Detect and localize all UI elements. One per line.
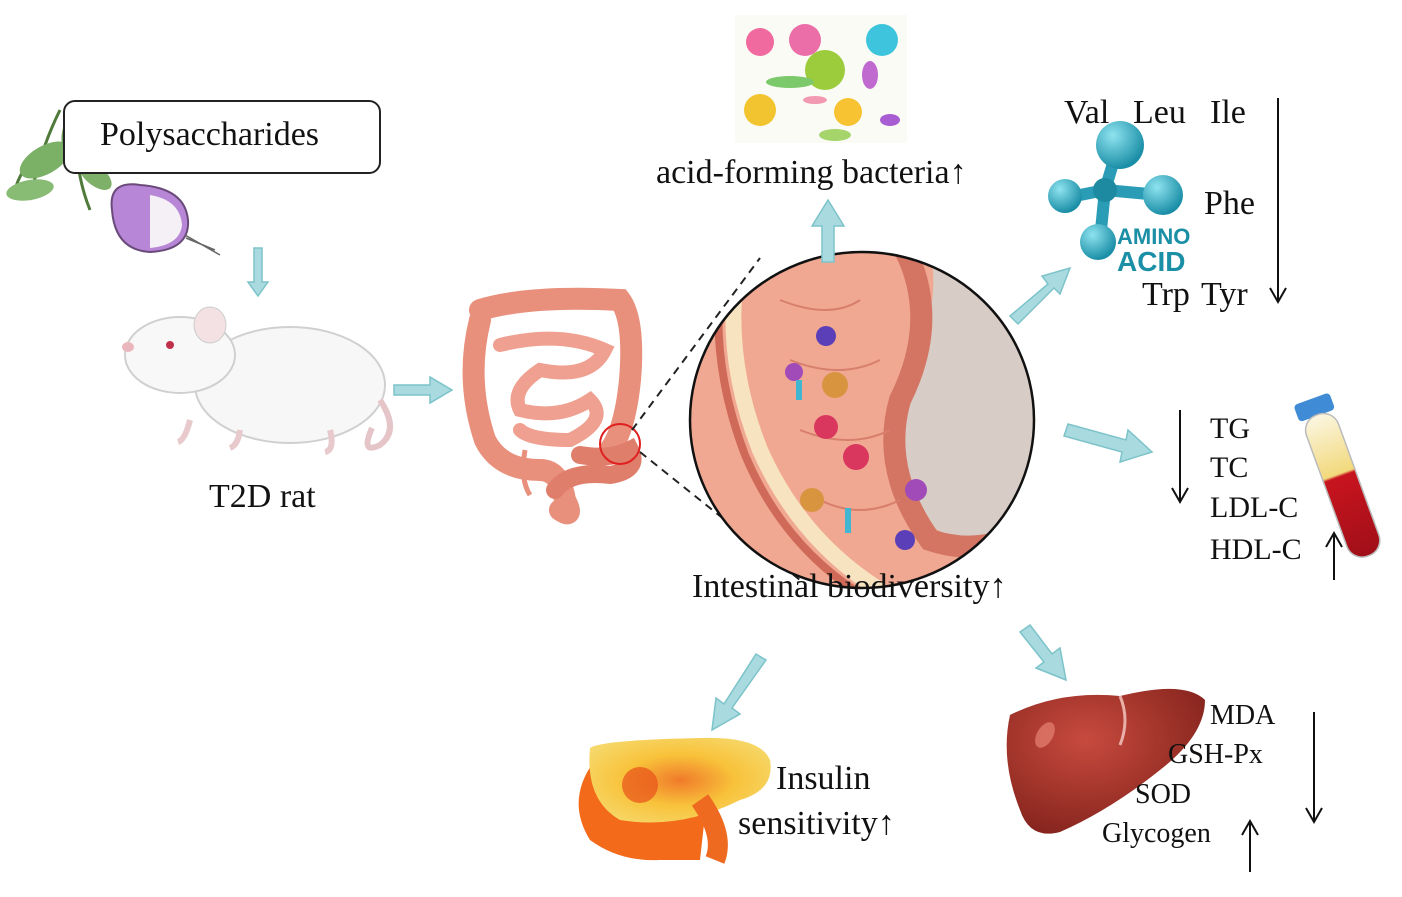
amino-val: Val	[1064, 94, 1110, 131]
trend-arrows	[1171, 98, 1343, 872]
amino-icon-line2: ACID	[1117, 246, 1186, 277]
zoom-line-top	[631, 257, 761, 431]
polysaccharides-label: Polysaccharides	[100, 116, 320, 153]
lipid-down-arrow	[1171, 410, 1189, 505]
biodiversity-trend: ↑	[989, 568, 1007, 605]
hdl-up-arrow	[1325, 530, 1343, 580]
arrow-rat-to-intestine	[393, 375, 454, 405]
biodiversity-label: Intestinal biodiversity↑	[692, 568, 1006, 606]
insulin-label: Insulin	[776, 760, 871, 797]
rat-illustration	[122, 306, 393, 455]
liver-glycogen: Glycogen	[1102, 818, 1211, 849]
bacteria-label: acid-forming bacteria↑	[656, 154, 967, 192]
amino-icon-line1: AMINO	[1117, 224, 1191, 249]
sensitivity-text: sensitivity	[738, 805, 878, 842]
blood-tube-illustration	[1294, 393, 1381, 558]
flow-arrows	[246, 198, 1154, 732]
t2d-rat-label: T2D rat	[209, 478, 316, 515]
lipid-hdl: HDL-C	[1210, 533, 1302, 566]
amino-tyr: Tyr	[1201, 276, 1248, 313]
pancreas-illustration	[578, 737, 771, 864]
zoom-marker	[599, 423, 641, 465]
lipid-ldl: LDL-C	[1210, 491, 1299, 524]
liver-illustration	[1006, 688, 1205, 834]
liver-up-arrow	[1241, 818, 1259, 872]
amino-trp: Trp	[1142, 276, 1190, 313]
amino-molecule-icon	[1048, 121, 1183, 260]
liver-gshpx: GSH-Px	[1168, 739, 1263, 770]
amino-phe: Phe	[1204, 185, 1255, 222]
amino-down-arrow	[1269, 98, 1287, 305]
bacteria-trend: ↑	[949, 154, 967, 191]
arrow-to-liver	[1018, 623, 1067, 682]
polysaccharides-box	[63, 100, 381, 174]
arrow-to-bacteria	[810, 198, 846, 263]
arrow-turnip-to-rat	[246, 247, 270, 298]
microbes-illustration	[735, 15, 907, 143]
arrow-to-amino-acids	[1008, 266, 1072, 326]
bacteria-text: acid-forming bacteria	[656, 154, 950, 191]
lipid-tg: TG	[1210, 412, 1250, 445]
liver-sod: SOD	[1135, 779, 1192, 810]
biodiversity-text: Intestinal biodiversity	[692, 568, 990, 605]
intestine-illustration	[462, 287, 643, 525]
amino-ile: Ile	[1210, 94, 1246, 131]
sensitivity-label: sensitivity↑	[738, 805, 895, 843]
intestine-closeup-illustration	[688, 250, 1036, 590]
liver-down-arrow	[1305, 712, 1323, 825]
sensitivity-trend: ↑	[877, 805, 895, 842]
arrow-to-pancreas	[711, 652, 768, 732]
amino-leu: Leu	[1133, 94, 1186, 131]
turnip-illustration	[6, 104, 221, 256]
arrow-to-blood-lipids	[1063, 423, 1154, 464]
lipid-tc: TC	[1210, 451, 1249, 484]
liver-mda: MDA	[1210, 700, 1276, 731]
